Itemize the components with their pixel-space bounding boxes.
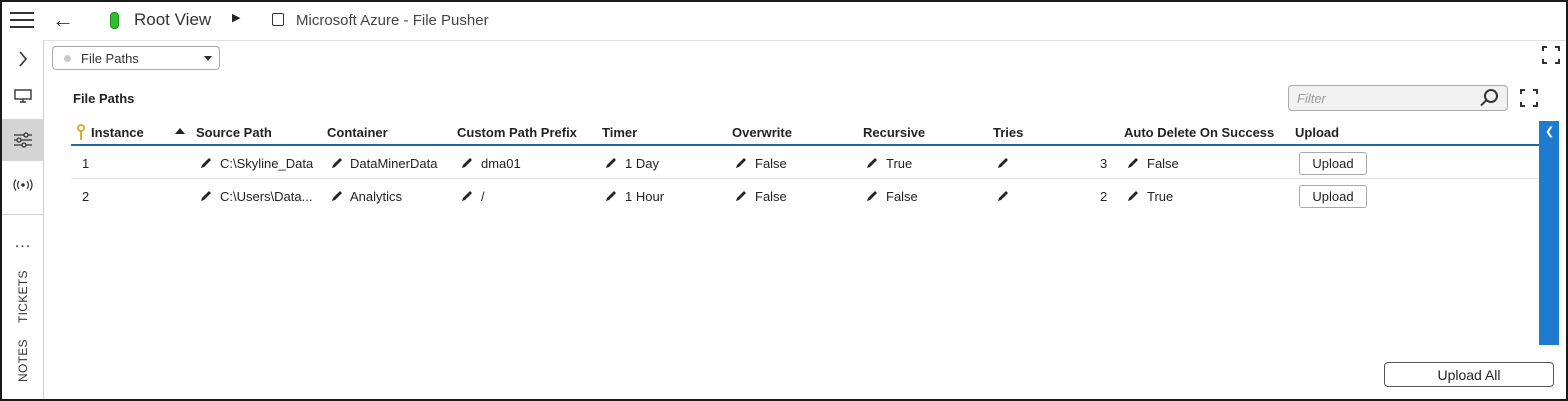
column-header-container[interactable]: Container	[327, 125, 388, 140]
chevron-down-icon	[204, 56, 212, 61]
cell-instance: 2	[82, 189, 90, 204]
edit-pencil-icon[interactable]	[996, 156, 1010, 170]
cell-timer: 1 Day	[625, 156, 659, 171]
column-header-instance[interactable]: Instance	[91, 125, 144, 140]
cell-instance: 1	[82, 156, 90, 171]
page-select-dropdown[interactable]: File Paths	[52, 46, 220, 70]
row-divider	[71, 178, 1539, 179]
edit-pencil-icon[interactable]	[604, 156, 618, 170]
page-fullscreen-icon[interactable]	[1542, 46, 1560, 64]
tickets-tab[interactable]: TICKETS	[16, 270, 30, 323]
cell-tries: 3	[1100, 156, 1108, 171]
element-status-indicator	[110, 12, 119, 29]
column-header-recursive[interactable]: Recursive	[863, 125, 926, 140]
edit-pencil-icon[interactable]	[460, 156, 474, 170]
side-panel-toggle[interactable]: ❮	[1539, 121, 1559, 345]
column-header-tries[interactable]: Tries	[993, 125, 1024, 140]
edit-pencil-icon[interactable]	[865, 156, 879, 170]
column-header-overwrite[interactable]: Overwrite	[732, 125, 792, 140]
table-title: File Paths	[73, 91, 135, 106]
table-fullscreen-icon[interactable]	[1520, 89, 1538, 107]
edit-pencil-icon[interactable]	[734, 189, 748, 203]
page-status-dot	[64, 55, 71, 62]
cell-timer: 1 Hour	[625, 189, 665, 204]
edit-pencil-icon[interactable]	[604, 189, 618, 203]
cell-tries: 2	[1100, 189, 1108, 204]
broadcast-icon[interactable]	[2, 164, 44, 206]
cell-auto-delete: True	[1147, 189, 1174, 204]
cell-container: DataMinerData	[350, 156, 438, 171]
top-bar: ← Root View ▶ Microsoft Azure - File Pus…	[2, 2, 1566, 40]
back-arrow-icon[interactable]: ←	[52, 7, 74, 32]
chevron-left-icon: ❮	[1545, 126, 1555, 138]
main-panel: File Paths File Paths Filter Instance So…	[44, 40, 1566, 399]
element-square-icon	[272, 13, 284, 26]
key-icon	[77, 124, 85, 140]
filter-placeholder: Filter	[1297, 91, 1326, 106]
edit-pencil-icon[interactable]	[996, 189, 1010, 203]
upload-all-button[interactable]: Upload All	[1384, 362, 1554, 387]
chevron-right-icon[interactable]	[2, 38, 44, 80]
cell-auto-delete: False	[1147, 156, 1179, 171]
header-underline	[71, 144, 1539, 146]
edit-pencil-icon[interactable]	[734, 156, 748, 170]
more-icon[interactable]: ...	[14, 234, 32, 251]
monitor-icon[interactable]	[2, 75, 44, 117]
edit-pencil-icon[interactable]	[460, 189, 474, 203]
cell-overwrite: False	[755, 156, 787, 171]
sliders-icon[interactable]	[2, 119, 44, 161]
edit-pencil-icon[interactable]	[330, 189, 344, 203]
upload-button[interactable]: Upload	[1299, 152, 1367, 175]
search-icon[interactable]	[1484, 89, 1498, 103]
sidebar-divider	[2, 214, 44, 215]
edit-pencil-icon[interactable]	[865, 189, 879, 203]
cell-source-path: C:\Skyline_Data	[220, 156, 314, 171]
cell-container: Analytics	[350, 189, 403, 204]
breadcrumb-element-name[interactable]: Microsoft Azure - File Pusher	[296, 12, 489, 29]
cell-overwrite: False	[755, 189, 787, 204]
cell-custom-path-prefix: /	[481, 189, 485, 204]
column-header-upload[interactable]: Upload	[1295, 125, 1340, 140]
sidebar: ... TICKETS NOTES	[2, 40, 44, 399]
edit-pencil-icon[interactable]	[330, 156, 344, 170]
filter-input[interactable]: Filter	[1288, 85, 1508, 111]
edit-pencil-icon[interactable]	[1126, 156, 1140, 170]
page-select-label: File Paths	[81, 51, 139, 66]
breadcrumb-separator-icon[interactable]: ▶	[232, 12, 241, 24]
column-header-source-path[interactable]: Source Path	[196, 125, 272, 140]
cell-recursive: False	[886, 189, 918, 204]
column-header-auto-delete[interactable]: Auto Delete On Success	[1124, 125, 1275, 140]
breadcrumb-root-view[interactable]: Root View	[134, 10, 212, 29]
sort-ascending-icon[interactable]	[175, 128, 185, 134]
hamburger-menu-icon[interactable]	[10, 12, 34, 30]
edit-pencil-icon[interactable]	[199, 156, 213, 170]
column-header-custom-path-prefix[interactable]: Custom Path Prefix	[457, 125, 577, 140]
upload-button[interactable]: Upload	[1299, 185, 1367, 208]
cell-custom-path-prefix: dma01	[481, 156, 521, 171]
cell-recursive: True	[886, 156, 913, 171]
cell-source-path: C:\Users\Data...	[220, 189, 313, 204]
edit-pencil-icon[interactable]	[1126, 189, 1140, 203]
edit-pencil-icon[interactable]	[199, 189, 213, 203]
notes-tab[interactable]: NOTES	[16, 339, 30, 382]
column-header-timer[interactable]: Timer	[602, 125, 638, 140]
